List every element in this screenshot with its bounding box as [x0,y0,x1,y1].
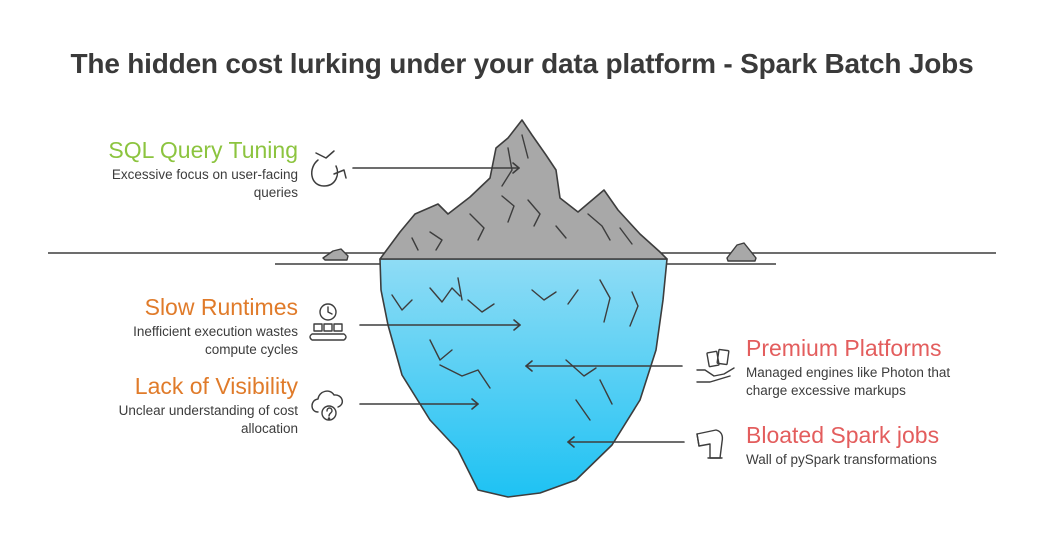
question-cloud-icon [311,390,344,421]
ice-chunk-left [322,248,349,261]
callout-premium-platforms-heading: Premium Platforms [746,335,942,361]
pipe-icon [696,429,724,459]
callout-premium-platforms: Premium Platforms Managed engines like P… [746,334,986,400]
iceberg-tip [379,119,668,260]
iceberg-underwater [379,258,668,498]
hand-cards-icon [696,348,735,383]
callout-arrows [352,162,685,448]
rock-cracks [411,134,633,251]
clock-conveyor-icon [309,303,347,341]
callout-slow-runtimes-heading: Slow Runtimes [144,294,298,320]
callout-sql-query-tuning-description: Excessive focus on user-facing queries [111,167,298,200]
ice-chunk-right [726,242,757,262]
callout-slow-runtimes: Slow Runtimes Inefficient execution wast… [58,293,298,359]
callout-lack-of-visibility-heading: Lack of Visibility [134,373,298,399]
callout-sql-query-tuning: SQL Query Tuning Excessive focus on user… [58,136,298,202]
callout-lack-of-visibility-description: Unclear understanding of cost allocation [118,403,298,436]
callout-lack-of-visibility: Lack of Visibility Unclear understanding… [58,372,298,438]
callout-bloated-spark-jobs-description: Wall of pySpark transformations [746,452,937,467]
money-bag-icon [311,150,347,187]
page-title: The hidden cost lurking under your data … [70,48,974,79]
callout-slow-runtimes-description: Inefficient execution wastes compute cyc… [133,324,298,357]
callout-sql-query-tuning-heading: SQL Query Tuning [108,137,298,163]
callout-bloated-spark-jobs: Bloated Spark jobs Wall of pySpark trans… [746,421,986,469]
callout-bloated-spark-jobs-heading: Bloated Spark jobs [746,422,940,448]
callout-premium-platforms-description: Managed engines like Photon that charge … [746,365,951,398]
